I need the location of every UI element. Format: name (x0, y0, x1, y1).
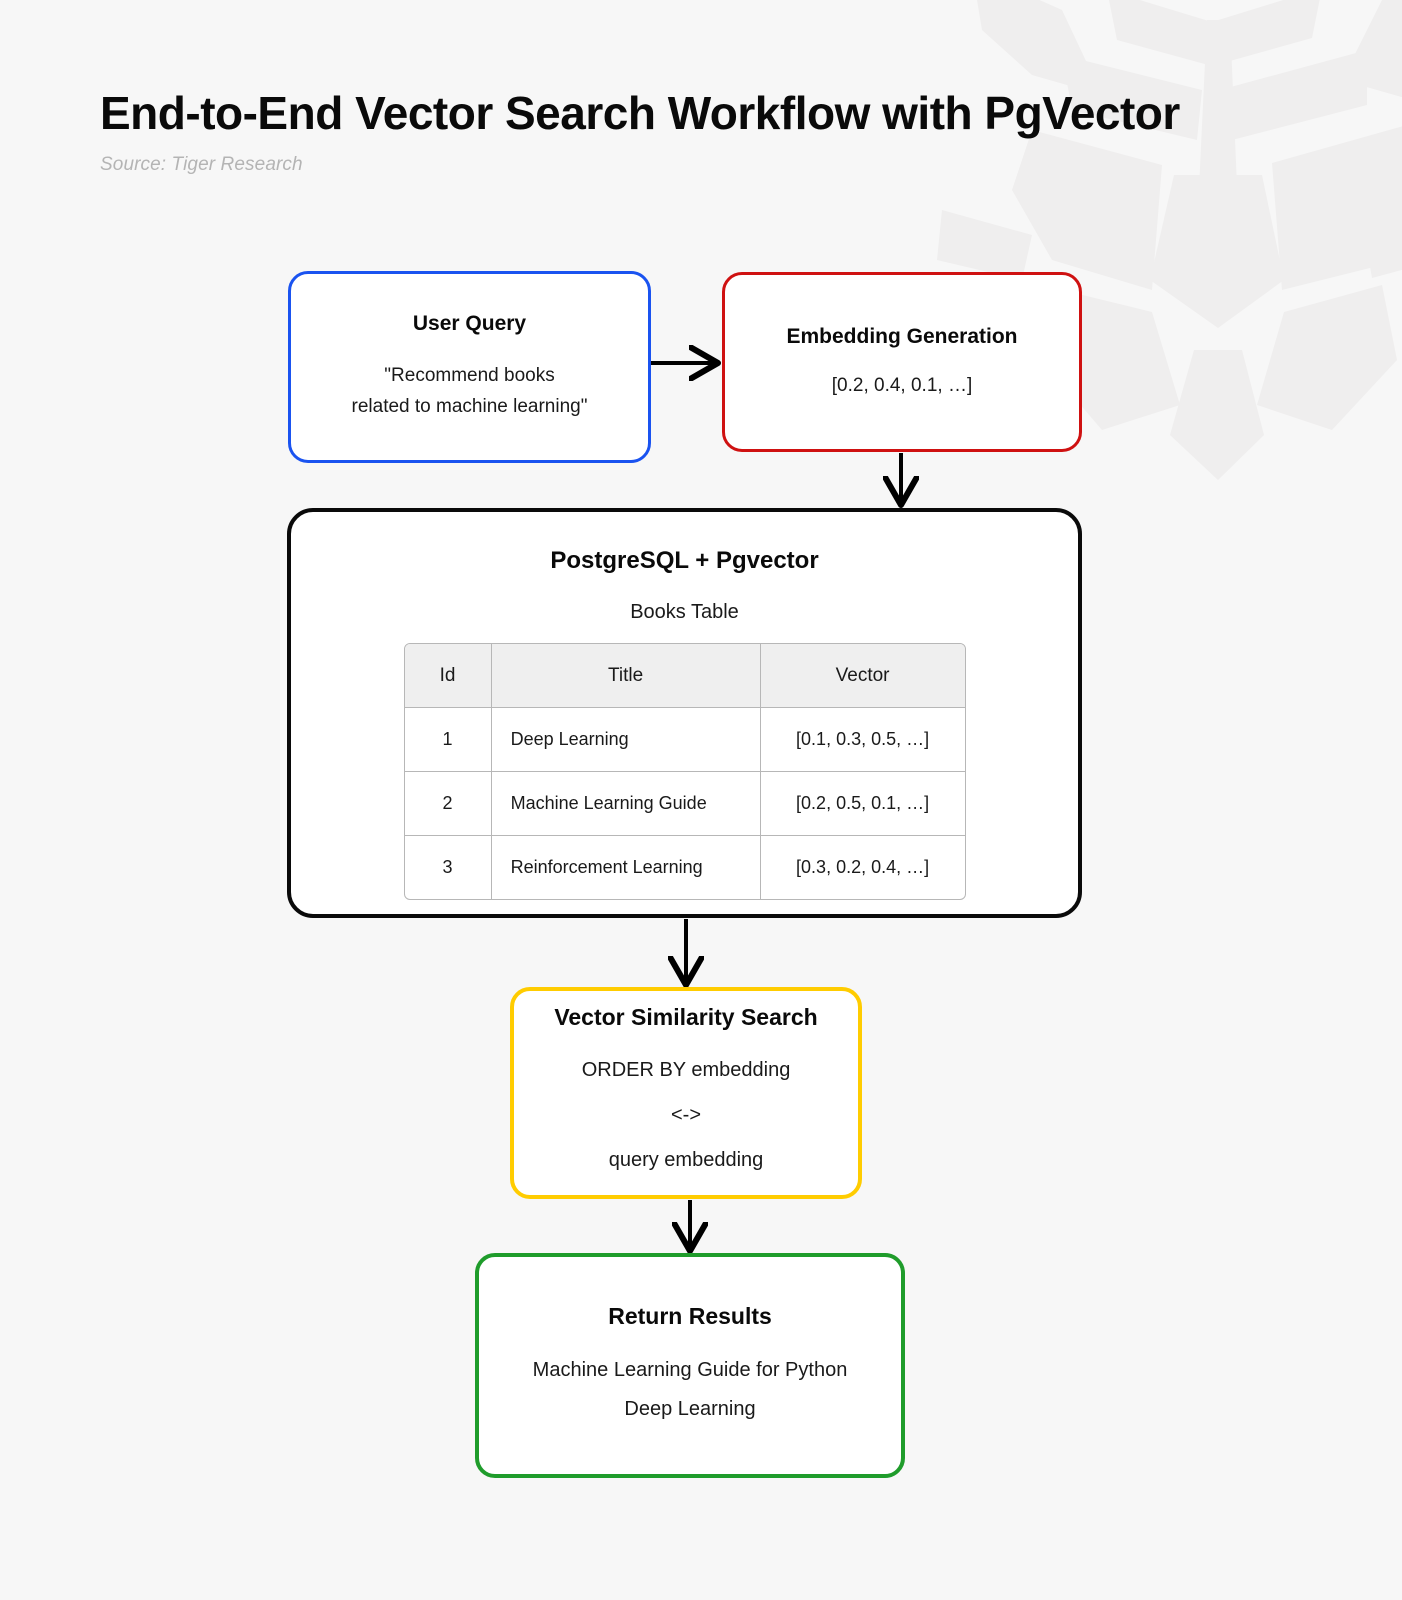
table-cell-vector: [0.1, 0.3, 0.5, …] (760, 708, 965, 772)
table-cell-title: Machine Learning Guide (491, 772, 761, 836)
table-cell-title: Deep Learning (491, 708, 761, 772)
table-column-header-id: Id (404, 644, 492, 708)
table-cell-title: Reinforcement Learning (492, 836, 761, 899)
table-row: 1 Deep Learning [0.1, 0.3, 0.5, …] (404, 708, 965, 772)
header: End-to-End Vector Search Workflow with P… (100, 87, 1180, 176)
node-user-query-title: User Query (412, 312, 527, 336)
node-similarity-line-1: ORDER BY embedding (581, 1059, 791, 1082)
node-embedding-title: Embedding Generation (786, 325, 1018, 349)
table-column-header-vector: Vector (760, 644, 965, 708)
node-embedding-vector: [0.2, 0.4, 0.1, …] (831, 375, 973, 397)
node-database-title: PostgreSQL + Pgvector (550, 547, 819, 574)
node-similarity-title: Vector Similarity Search (554, 1003, 818, 1030)
node-results-title: Return Results (608, 1303, 772, 1330)
page-subtitle-source: Source: Tiger Research (100, 153, 303, 175)
tiger-head-logo-watermark (937, 0, 1402, 480)
table-cell-id: 3 (405, 836, 492, 899)
node-embedding-generation[interactable]: Embedding Generation [0.2, 0.4, 0.1, …] (722, 272, 1082, 452)
books-table: Id Title Vector 1 Deep Learning [0.1, 0.… (403, 643, 966, 900)
table-column-header-title: Title (491, 644, 761, 708)
node-similarity-operator: <-> (670, 1104, 702, 1127)
table-cell-id: 1 (404, 708, 492, 772)
node-user-query-line-1: "Recommend books (384, 364, 555, 386)
books-table-caption: Books Table (630, 601, 739, 623)
table-header-row: Id Title Vector (404, 644, 965, 708)
node-return-results[interactable]: Return Results Machine Learning Guide fo… (475, 1253, 905, 1478)
node-user-query-line-2: related to machine learning" (351, 396, 588, 418)
table-cell-id: 2 (404, 772, 492, 836)
node-results-item-1: Machine Learning Guide for Python (532, 1358, 848, 1381)
page-title: End-to-End Vector Search Workflow with P… (100, 87, 1180, 139)
table-cell-vector: [0.3, 0.2, 0.4, …] (796, 857, 930, 877)
node-user-query[interactable]: User Query "Recommend books related to m… (288, 271, 651, 463)
node-similarity-line-3: query embedding (608, 1149, 764, 1172)
node-vector-similarity-search[interactable]: Vector Similarity Search ORDER BY embedd… (510, 987, 862, 1199)
table-cell-vector: [0.2, 0.5, 0.1, …] (760, 772, 965, 836)
table-row: 3 Reinforcement Learning [0.3, 0.2, 0.4,… (405, 836, 965, 899)
table-row: 2 Machine Learning Guide [0.2, 0.5, 0.1,… (404, 772, 965, 836)
node-postgresql-pgvector[interactable]: PostgreSQL + Pgvector Books Table Id Tit… (287, 508, 1082, 918)
node-results-item-2: Deep Learning (624, 1397, 756, 1420)
